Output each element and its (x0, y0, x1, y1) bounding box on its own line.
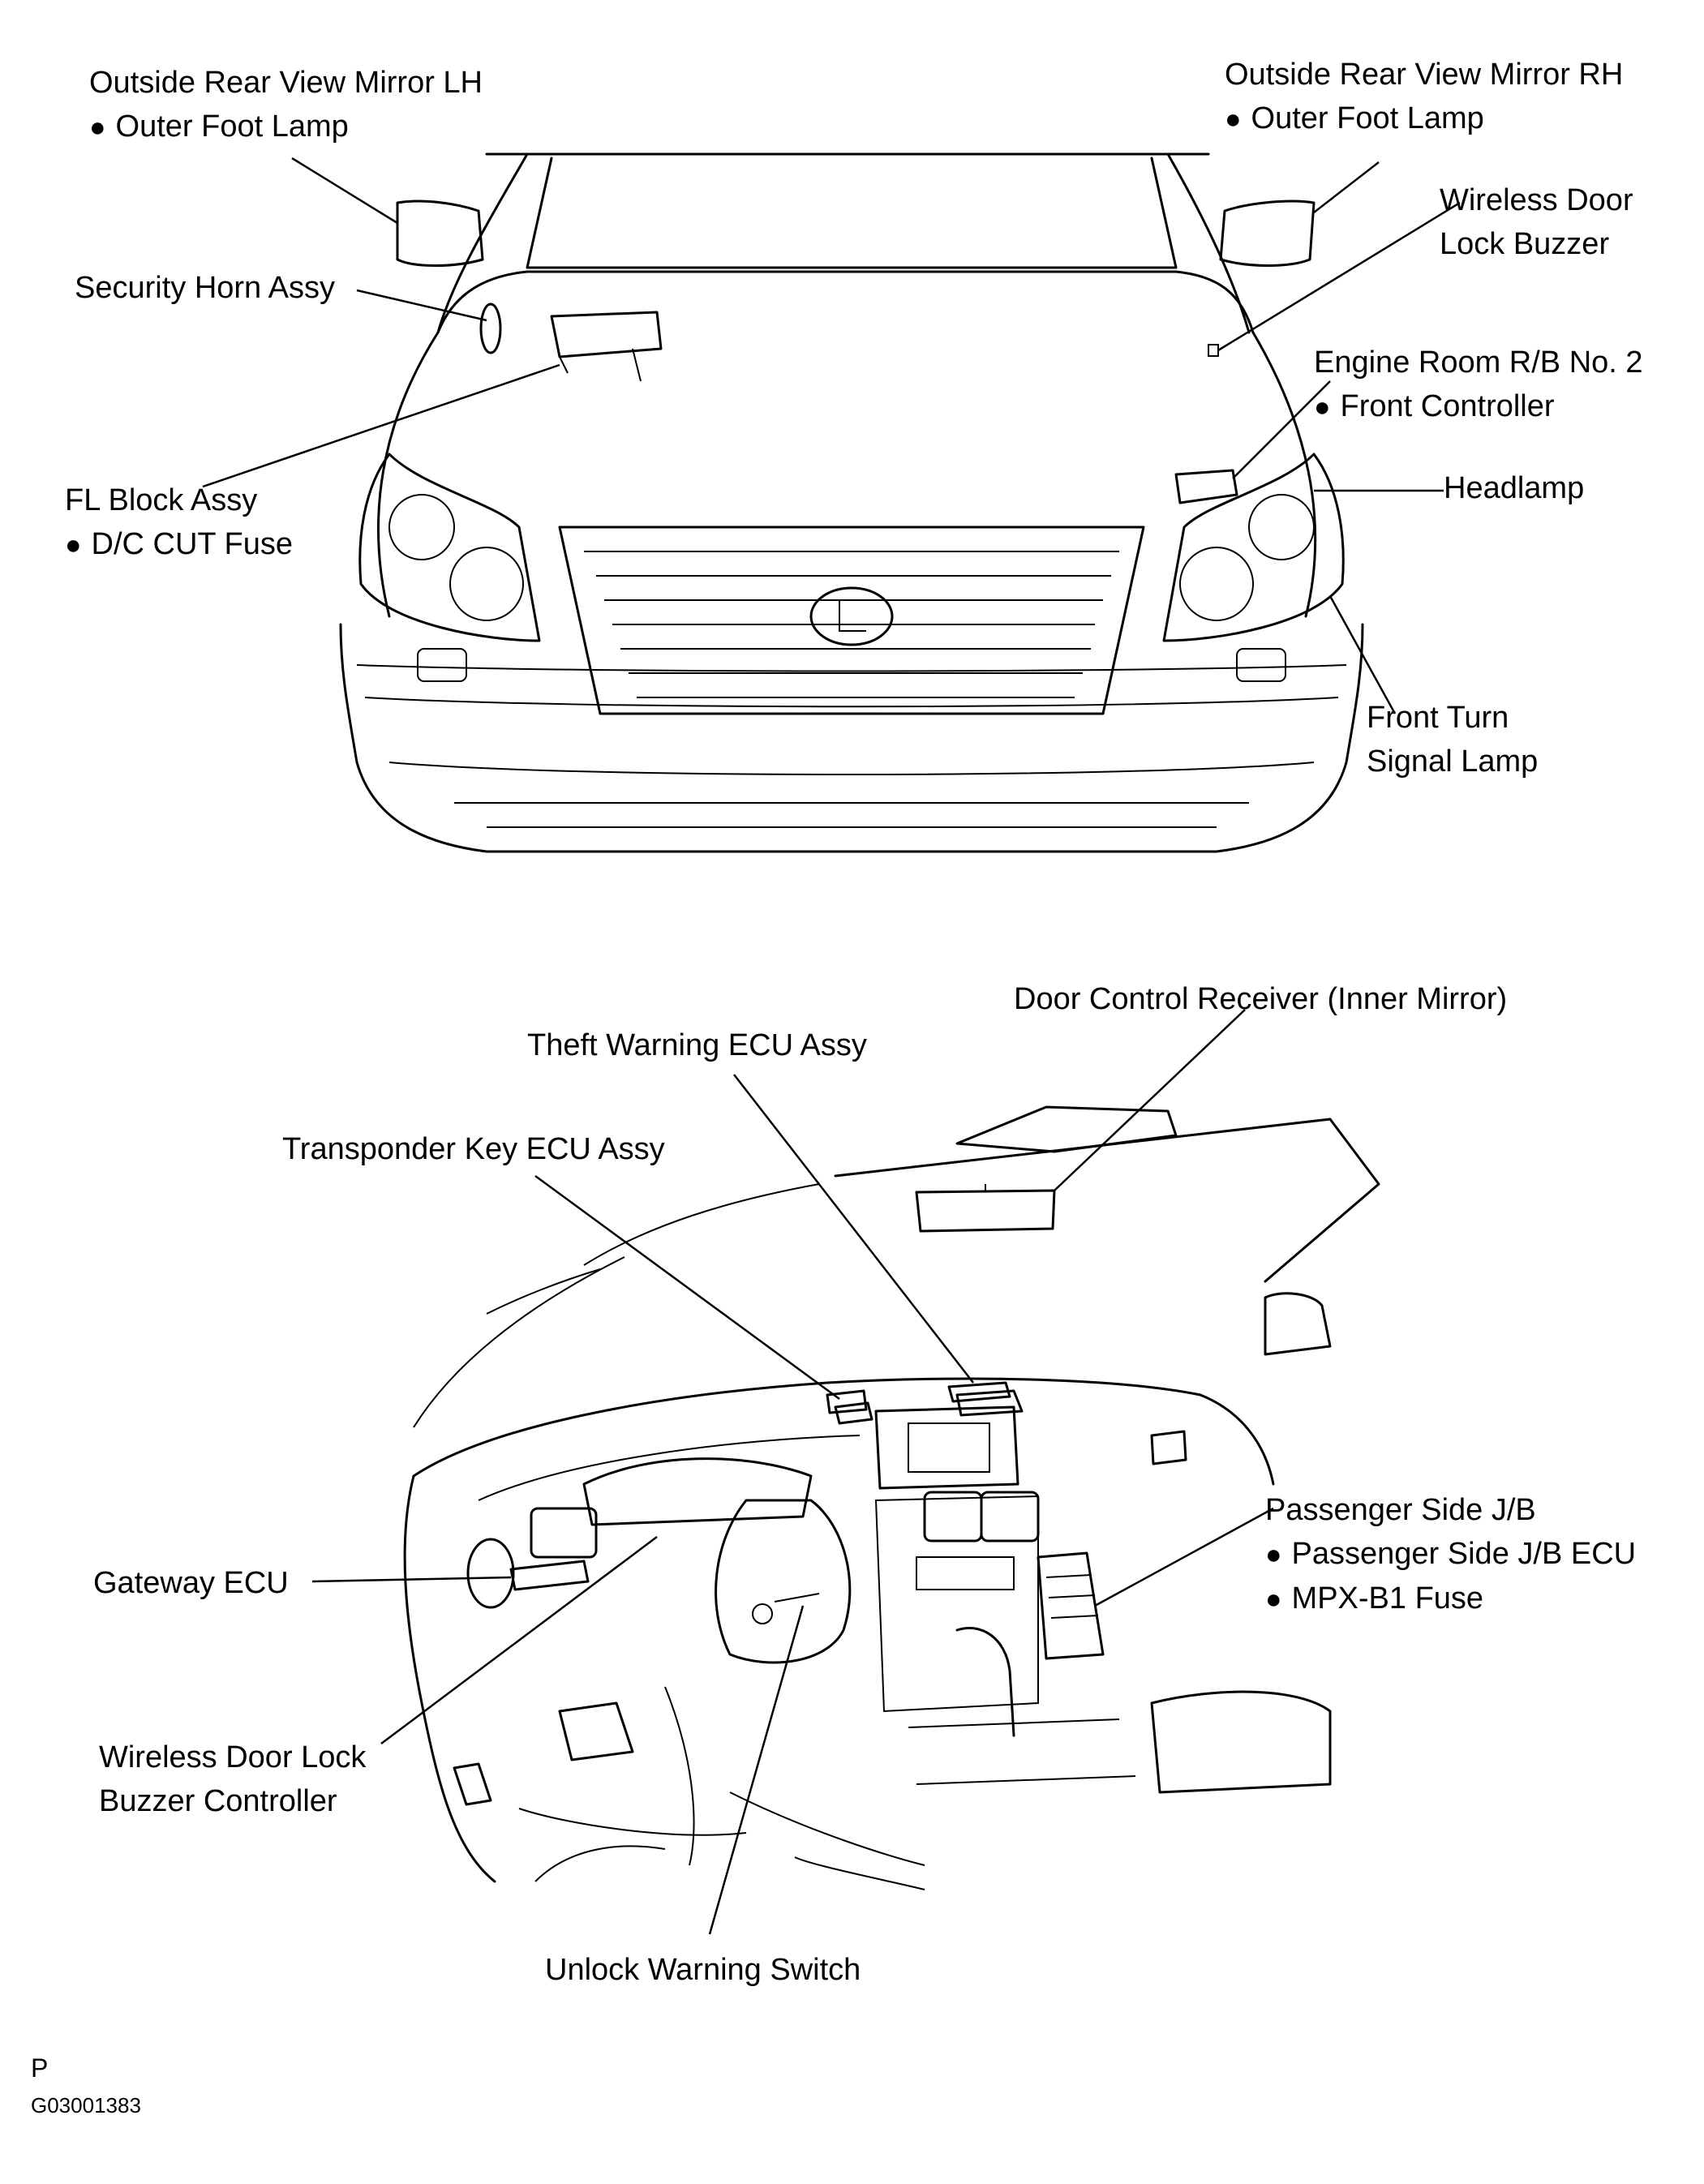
label-wireless-door-lock-buzzer: Wireless Door Lock Buzzer (1440, 178, 1633, 266)
engine-rb-title: Engine Room R/B No. 2 (1314, 345, 1643, 380)
front-turn-line2: Signal Lamp (1367, 744, 1539, 779)
wireless-buzzer-line2: Lock Buzzer (1440, 227, 1610, 261)
label-headlamp: Headlamp (1444, 471, 1585, 505)
label-transponder-key-ecu: Transponder Key ECU Assy (282, 1132, 665, 1166)
vehicle-front-view (339, 152, 1364, 853)
front-turn-line1: Front Turn (1367, 701, 1509, 735)
wireless-controller-line1: Wireless Door Lock (99, 1740, 367, 1774)
passenger-jb-sub1: Passenger Side J/B ECU (1265, 1532, 1637, 1577)
fl-block-sub: D/C CUT Fuse (65, 522, 293, 567)
label-passenger-side-jb: Passenger Side J/B Passenger Side J/B EC… (1265, 1488, 1636, 1621)
label-front-turn-signal: Front Turn Signal Lamp (1367, 696, 1538, 783)
footer-figure-id: G03001383 (31, 2093, 141, 2117)
label-unlock-warning-switch: Unlock Warning Switch (545, 1953, 861, 1987)
mirror-rh-sub: Outer Foot Lamp (1225, 97, 1623, 141)
bottom-leader-lines (311, 1009, 1274, 1935)
label-fl-block: FL Block Assy D/C CUT Fuse (65, 478, 293, 567)
passenger-jb-title: Passenger Side J/B (1265, 1493, 1536, 1527)
label-mirror-lh: Outside Rear View Mirror LH Outer Foot L… (89, 61, 483, 149)
fl-block-title: FL Block Assy (65, 483, 258, 517)
label-door-control-receiver: Door Control Receiver (Inner Mirror) (1014, 982, 1508, 1016)
label-security-horn: Security Horn Assy (75, 271, 335, 305)
wireless-buzzer-line1: Wireless Door (1440, 183, 1633, 217)
label-theft-warning-ecu: Theft Warning ECU Assy (527, 1028, 867, 1062)
label-wireless-door-lock-controller: Wireless Door Lock Buzzer Controller (99, 1736, 366, 1823)
wireless-controller-line2: Buzzer Controller (99, 1784, 337, 1818)
label-mirror-rh: Outside Rear View Mirror RH Outer Foot L… (1225, 53, 1623, 141)
footer-code-letter: P (31, 2053, 49, 2083)
mirror-rh-title: Outside Rear View Mirror RH (1225, 58, 1624, 92)
passenger-jb-sub2: MPX-B1 Fuse (1265, 1577, 1636, 1621)
vehicle-interior-view (403, 1105, 1380, 1890)
label-gateway-ecu: Gateway ECU (93, 1566, 289, 1600)
mirror-lh-sub: Outer Foot Lamp (89, 105, 483, 149)
mirror-lh-title: Outside Rear View Mirror LH (89, 66, 483, 100)
label-engine-room-rb: Engine Room R/B No. 2 Front Controller (1314, 341, 1643, 429)
engine-rb-sub: Front Controller (1314, 384, 1643, 429)
